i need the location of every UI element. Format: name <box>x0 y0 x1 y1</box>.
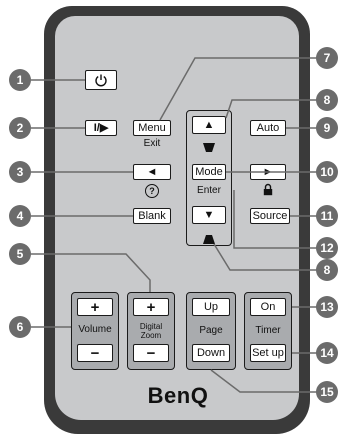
callout-3: 3 <box>9 161 31 183</box>
callout-7: 7 <box>316 47 338 69</box>
exit-label: Exit <box>143 138 161 149</box>
right-button[interactable]: ► <box>250 164 286 180</box>
lock-icon <box>263 183 273 201</box>
callout-2: 2 <box>9 117 31 139</box>
page-down-button[interactable]: Down <box>192 344 230 362</box>
help-icon: ? <box>145 184 159 198</box>
enter-label: Enter <box>197 185 221 196</box>
digital-label: Digital <box>139 322 163 331</box>
timer-setup-button[interactable]: Set up <box>250 344 286 362</box>
blank-button[interactable]: Blank <box>133 208 171 224</box>
down-button[interactable]: ▼ <box>192 206 226 224</box>
callout-4: 4 <box>9 205 31 227</box>
callout-9: 9 <box>316 117 338 139</box>
callout-5: 5 <box>9 243 31 265</box>
up-button[interactable]: ▲ <box>192 116 226 134</box>
callout-11: 11 <box>316 205 338 227</box>
brand-logo: BenQ <box>147 383 209 408</box>
volume-plus-button[interactable]: + <box>77 298 113 316</box>
zoom-plus-button[interactable]: + <box>133 298 169 316</box>
left-button[interactable]: ◄ <box>133 164 171 180</box>
page-up-button[interactable]: Up <box>192 298 230 316</box>
power-icon <box>94 73 108 87</box>
menu-button[interactable]: Menu <box>133 120 171 136</box>
callout-8-top: 8 <box>316 89 338 111</box>
callout-10: 10 <box>316 161 338 183</box>
volume-minus-button[interactable]: − <box>77 344 113 362</box>
timer-on-button[interactable]: On <box>250 298 286 316</box>
zoom-label: Zoom <box>140 331 162 340</box>
callout-15: 15 <box>316 381 338 403</box>
zoom-minus-button[interactable]: − <box>133 344 169 362</box>
callout-14: 14 <box>316 342 338 364</box>
mode-button[interactable]: Mode <box>192 164 226 180</box>
callout-1: 1 <box>9 69 31 91</box>
auto-button[interactable]: Auto <box>250 120 286 136</box>
callout-13: 13 <box>316 296 338 318</box>
source-button[interactable]: Source <box>250 208 290 224</box>
power-button[interactable] <box>85 70 117 90</box>
volume-label: Volume <box>78 324 112 335</box>
callout-6: 6 <box>9 316 31 338</box>
callout-8-bottom: 8 <box>316 259 338 281</box>
page-label: Page <box>199 325 223 336</box>
timer-label: Timer <box>255 325 281 336</box>
freeze-button[interactable]: I/▶ <box>85 120 117 136</box>
keystone-up-icon <box>203 139 215 157</box>
keystone-down-icon <box>203 231 215 249</box>
callout-12: 12 <box>316 237 338 259</box>
